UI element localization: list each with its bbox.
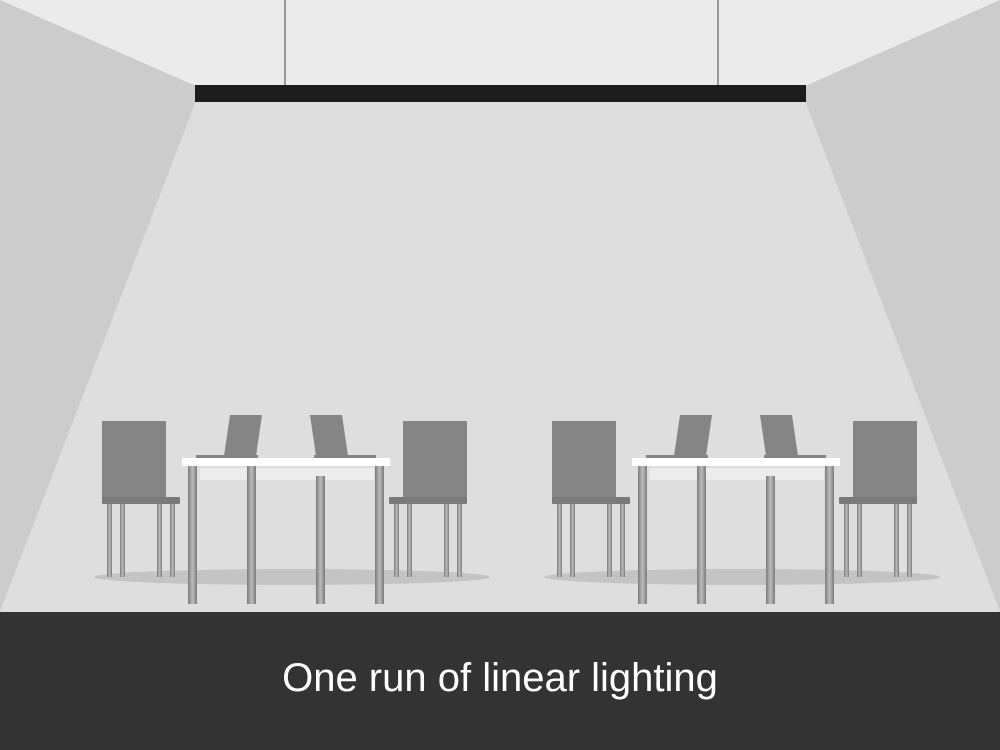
left-wall bbox=[0, 0, 196, 612]
floor-shadow bbox=[544, 569, 940, 585]
right-wall bbox=[805, 0, 1000, 612]
suspension-wire-right bbox=[717, 0, 719, 86]
linear-light-fixture bbox=[195, 85, 806, 102]
caption-text: One run of linear lighting bbox=[282, 656, 718, 700]
workstation-group-left bbox=[94, 415, 490, 604]
caption-bar bbox=[0, 612, 1000, 750]
floor-shadow bbox=[94, 569, 490, 585]
suspension-wire-left bbox=[284, 0, 286, 86]
workstation-group-right bbox=[544, 415, 940, 604]
